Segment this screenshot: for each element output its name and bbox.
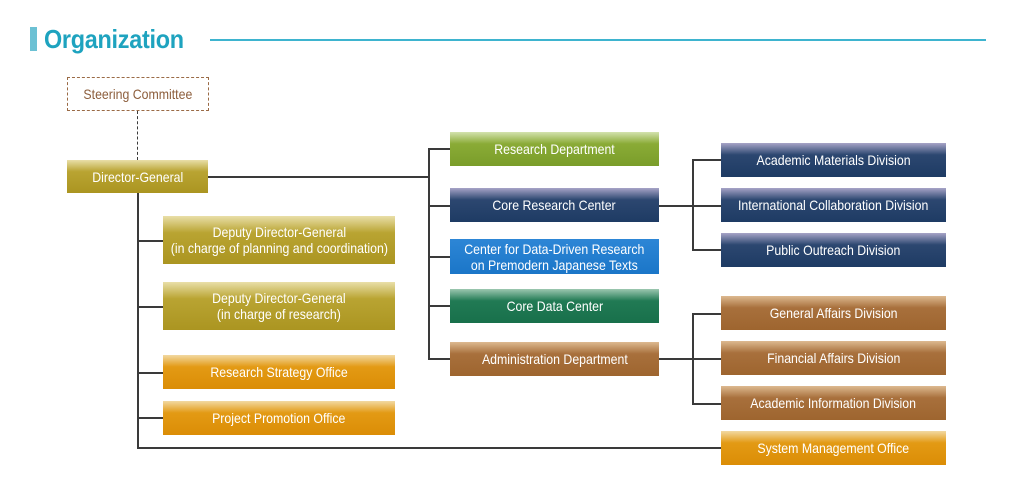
academic-materials-division-box: Academic Materials Division: [721, 143, 946, 177]
data-driven-research-center-box: Center for Data-Driven Research on Premo…: [450, 239, 659, 274]
deputy-director-planning-box: Deputy Director-General (in charge of pl…: [163, 216, 395, 264]
connector-steering-director: [137, 111, 138, 160]
connector-left-2: [137, 306, 164, 308]
academic-information-division-box: Academic Information Division: [721, 386, 946, 420]
research-strategy-office-box: Research Strategy Office: [163, 355, 395, 389]
connector-admin-3: [692, 403, 721, 405]
core-data-center-box: Core Data Center: [450, 289, 659, 323]
research-department-box: Research Department: [450, 132, 659, 166]
page-title: Organization: [44, 24, 184, 54]
core-research-center-label: Core Research Center: [492, 197, 617, 213]
connector-admin-1: [692, 313, 721, 315]
international-collaboration-division-label: International Collaboration Division: [738, 197, 929, 213]
connector-left-trunk: [137, 193, 139, 449]
connector-core-trunk: [692, 159, 694, 250]
connector-core-3: [692, 249, 721, 251]
connector-director-departments: [208, 176, 429, 178]
connector-mid-trunk: [428, 148, 430, 359]
system-management-office-label: System Management Office: [757, 440, 910, 456]
connector-mid-4: [428, 305, 450, 307]
public-outreach-division-label: Public Outreach Division: [766, 242, 901, 258]
connector-left-4: [137, 417, 164, 419]
connector-mid-2: [428, 205, 450, 207]
project-promotion-office-box: Project Promotion Office: [163, 401, 395, 435]
administration-department-label: Administration Department: [481, 351, 628, 367]
steering-committee-box: Steering Committee: [67, 77, 209, 111]
public-outreach-division-box: Public Outreach Division: [721, 233, 946, 267]
title-accent-bar: [30, 27, 37, 51]
director-general-label: Director-General: [91, 168, 184, 185]
international-collaboration-division-box: International Collaboration Division: [721, 188, 946, 222]
research-department-label: Research Department: [494, 141, 615, 157]
connector-left-1: [137, 240, 164, 242]
academic-information-division-label: Academic Information Division: [750, 395, 917, 411]
deputy-director-research-box: Deputy Director-General (in charge of re…: [163, 282, 395, 330]
connector-admin-trunk: [692, 313, 694, 404]
data-driven-research-center-label: Center for Data-Driven Research on Premo…: [464, 240, 645, 273]
director-general-box: Director-General: [67, 160, 208, 193]
administration-department-box: Administration Department: [450, 342, 659, 376]
core-data-center-label: Core Data Center: [506, 298, 603, 314]
connector-mid-1: [428, 148, 450, 150]
connector-left-3: [137, 372, 164, 374]
core-research-center-box: Core Research Center: [450, 188, 659, 222]
title-rule: [210, 39, 986, 41]
financial-affairs-division-box: Financial Affairs Division: [721, 341, 946, 375]
system-management-office-box: System Management Office: [721, 431, 946, 465]
academic-materials-division-label: Academic Materials Division: [756, 152, 911, 168]
connector-core-to-divisions: [659, 205, 721, 207]
connector-bottom-system: [137, 447, 722, 449]
deputy-director-planning-label: Deputy Director-General (in charge of pl…: [170, 224, 388, 256]
general-affairs-division-box: General Affairs Division: [721, 296, 946, 330]
connector-core-1: [692, 159, 721, 161]
connector-mid-5: [428, 358, 450, 360]
general-affairs-division-label: General Affairs Division: [769, 305, 898, 321]
research-strategy-office-label: Research Strategy Office: [210, 364, 348, 380]
financial-affairs-division-label: Financial Affairs Division: [766, 350, 901, 366]
steering-committee-label: Steering Committee: [83, 86, 193, 102]
deputy-director-research-label: Deputy Director-General (in charge of re…: [212, 290, 346, 322]
project-promotion-office-label: Project Promotion Office: [212, 410, 346, 426]
connector-mid-3: [428, 256, 450, 258]
connector-admin-to-divisions: [659, 358, 721, 360]
